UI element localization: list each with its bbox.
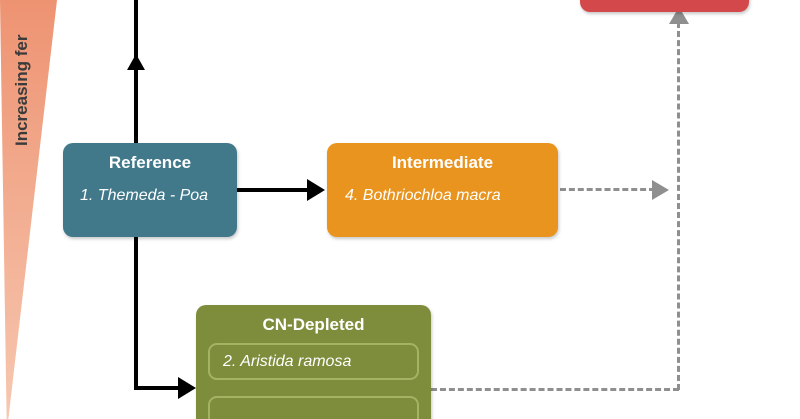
- state-title: Intermediate: [391, 153, 494, 172]
- species-label: 1. Themeda - Poa: [80, 187, 209, 204]
- species-sub-box-partial: [208, 396, 419, 419]
- arrow-right-icon: [178, 377, 196, 399]
- arrow-up-icon: [127, 54, 145, 70]
- species-label: 4. Bothriochloa macra: [345, 187, 501, 204]
- cn-depleted-dashed-line: [431, 388, 679, 391]
- reference-to-intermediate-line: [237, 188, 309, 192]
- line-to-cn-depleted: [134, 386, 178, 390]
- state-box-cn-depleted: CN-Depleted 2. Aristida ramosa: [196, 305, 431, 419]
- state-title: Reference: [108, 153, 192, 172]
- gradient-axis-label: Increasing fer: [12, 34, 31, 147]
- dashed-vertical-line: [677, 22, 680, 390]
- dashed-arrow-right-icon: [652, 180, 669, 200]
- state-title: CN-Depleted: [262, 315, 365, 334]
- species-sub-box: 2. Aristida ramosa: [208, 343, 419, 380]
- state-box-top-right: [580, 0, 749, 12]
- arrow-right-icon: [307, 179, 325, 201]
- species-label: 2. Aristida ramosa: [223, 352, 352, 370]
- state-box-intermediate: Intermediate 4. Bothriochloa macra: [327, 143, 558, 237]
- state-box-reference: Reference 1. Themeda - Poa: [63, 143, 237, 237]
- intermediate-dashed-line: [560, 188, 655, 191]
